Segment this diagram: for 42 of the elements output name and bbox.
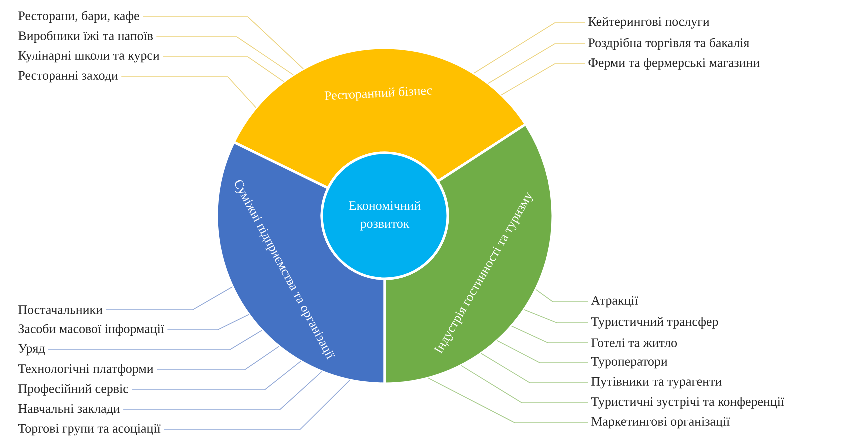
leader-line bbox=[474, 22, 586, 74]
leader-line bbox=[460, 365, 588, 404]
label-text: Туристичний трансфер bbox=[591, 317, 718, 329]
label-text: Уряд bbox=[18, 344, 45, 356]
leader-line bbox=[156, 36, 294, 76]
leader-line bbox=[497, 340, 588, 364]
leader-line bbox=[167, 314, 250, 330]
label-text: Навчальні заклади bbox=[18, 404, 120, 416]
label-text: Професійний сервіс bbox=[18, 384, 128, 396]
leader-line bbox=[536, 289, 588, 302]
label-text: Ресторани, бари, кафе bbox=[18, 10, 140, 23]
leader-line bbox=[106, 286, 234, 310]
label-text: Виробники їжі та напоїв bbox=[18, 30, 154, 43]
label-text: Путівники та турагенти bbox=[592, 377, 722, 389]
label-text: Готелі та житло bbox=[592, 338, 678, 348]
label-text: Роздрібна торгівля та бакалія bbox=[588, 38, 750, 50]
leader-line bbox=[123, 371, 322, 410]
label-text: Туристичні зустрічі та конференції bbox=[591, 397, 785, 409]
label-text: Ресторанні заходи bbox=[18, 71, 118, 83]
label-text: Ферми та фермерські магазини bbox=[588, 58, 760, 70]
label-text: Засоби масової інформації bbox=[18, 324, 164, 336]
label-text: Атракції bbox=[591, 296, 638, 308]
leader-line bbox=[480, 353, 588, 384]
label-text: Маркетингові організації bbox=[592, 417, 730, 429]
leader-line bbox=[48, 330, 263, 350]
leader-line bbox=[162, 56, 284, 82]
leader-line bbox=[164, 380, 350, 430]
leader-line bbox=[132, 361, 302, 390]
leader-line bbox=[524, 310, 588, 324]
label-text: Торгові групи та асоціації bbox=[18, 424, 161, 436]
label-text: Кейтерингові послуги bbox=[588, 17, 710, 29]
leader-line bbox=[142, 16, 304, 70]
leader-line bbox=[428, 378, 588, 424]
leader-line bbox=[511, 326, 588, 344]
leader-line bbox=[501, 64, 586, 96]
leader-line bbox=[156, 346, 280, 370]
label-text: Постачальники bbox=[18, 306, 103, 314]
label-text: Технологічні платформи bbox=[18, 364, 154, 376]
label-text: Кулінарні школи та курси bbox=[18, 51, 160, 63]
leader-line bbox=[121, 76, 257, 108]
label-text: Туроператори bbox=[591, 357, 668, 369]
leader-line bbox=[488, 44, 586, 84]
